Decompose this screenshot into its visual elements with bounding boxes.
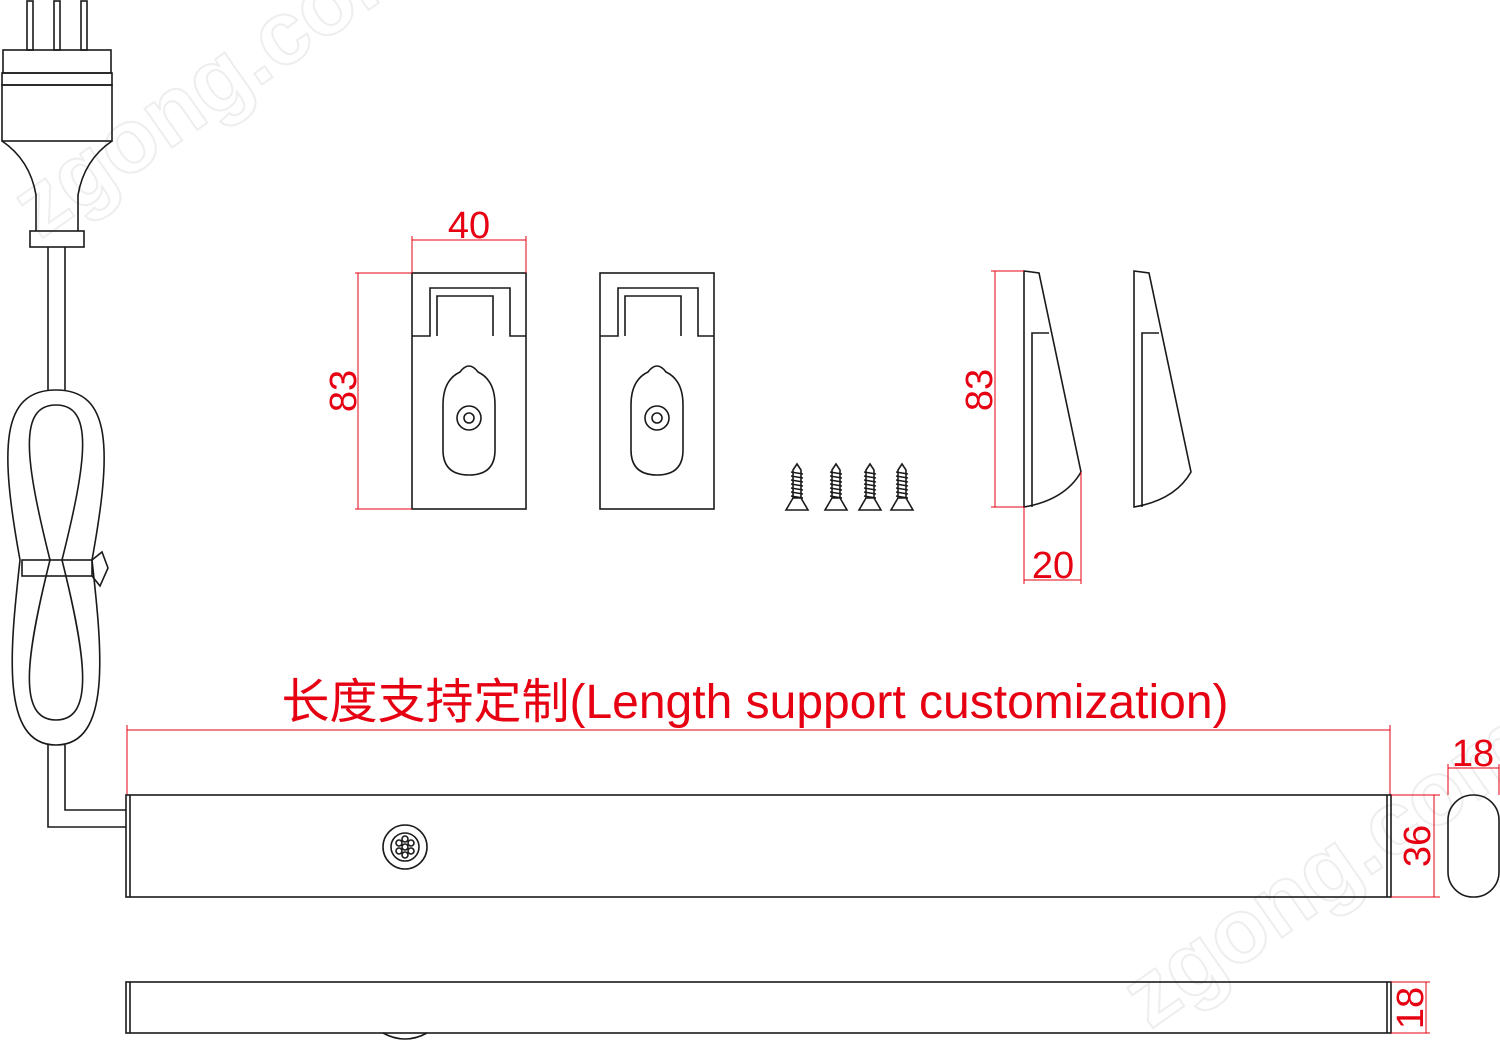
screw-1 bbox=[784, 462, 810, 511]
end-cap-width-label: 18 bbox=[1452, 733, 1494, 775]
screw-3 bbox=[857, 462, 883, 511]
power-plug-icon bbox=[1, 0, 113, 248]
light-bar-front bbox=[125, 794, 1392, 898]
end-cap-width-dimension bbox=[1447, 764, 1500, 795]
watermark-bottom: zgong.com bbox=[1104, 692, 1500, 1042]
bar-height-dimension bbox=[1391, 794, 1440, 898]
side-clip-depth-label: 20 bbox=[1032, 545, 1074, 587]
mounting-bracket-2 bbox=[599, 272, 715, 510]
bracket-height-label: 83 bbox=[323, 370, 365, 412]
screw-2 bbox=[823, 462, 849, 511]
end-cap-profile bbox=[1447, 794, 1500, 898]
watermark-top: zgong.com bbox=[0, 0, 441, 256]
bracket-dimensions bbox=[355, 236, 527, 510]
bar-thickness-dimension bbox=[1391, 981, 1430, 1034]
side-clip-2 bbox=[1133, 270, 1192, 508]
side-clip-1 bbox=[1023, 270, 1082, 508]
bar-thickness-label: 18 bbox=[1390, 987, 1432, 1029]
bracket-width-label: 40 bbox=[448, 205, 490, 247]
motion-sensor-icon bbox=[382, 824, 428, 870]
side-clip-height-label: 83 bbox=[959, 369, 1001, 411]
screws-icon bbox=[784, 462, 915, 511]
bar-height-label: 36 bbox=[1397, 825, 1439, 867]
bar-length-dimension bbox=[126, 725, 1391, 795]
mounting-bracket-1 bbox=[411, 272, 527, 510]
power-cable bbox=[7, 247, 126, 828]
length-customization-note: 长度支持定制(Length support customization) bbox=[281, 676, 1228, 729]
side-clip-dimensions bbox=[991, 270, 1082, 584]
light-bar-bottom bbox=[125, 981, 1392, 1040]
screw-4 bbox=[889, 462, 915, 511]
